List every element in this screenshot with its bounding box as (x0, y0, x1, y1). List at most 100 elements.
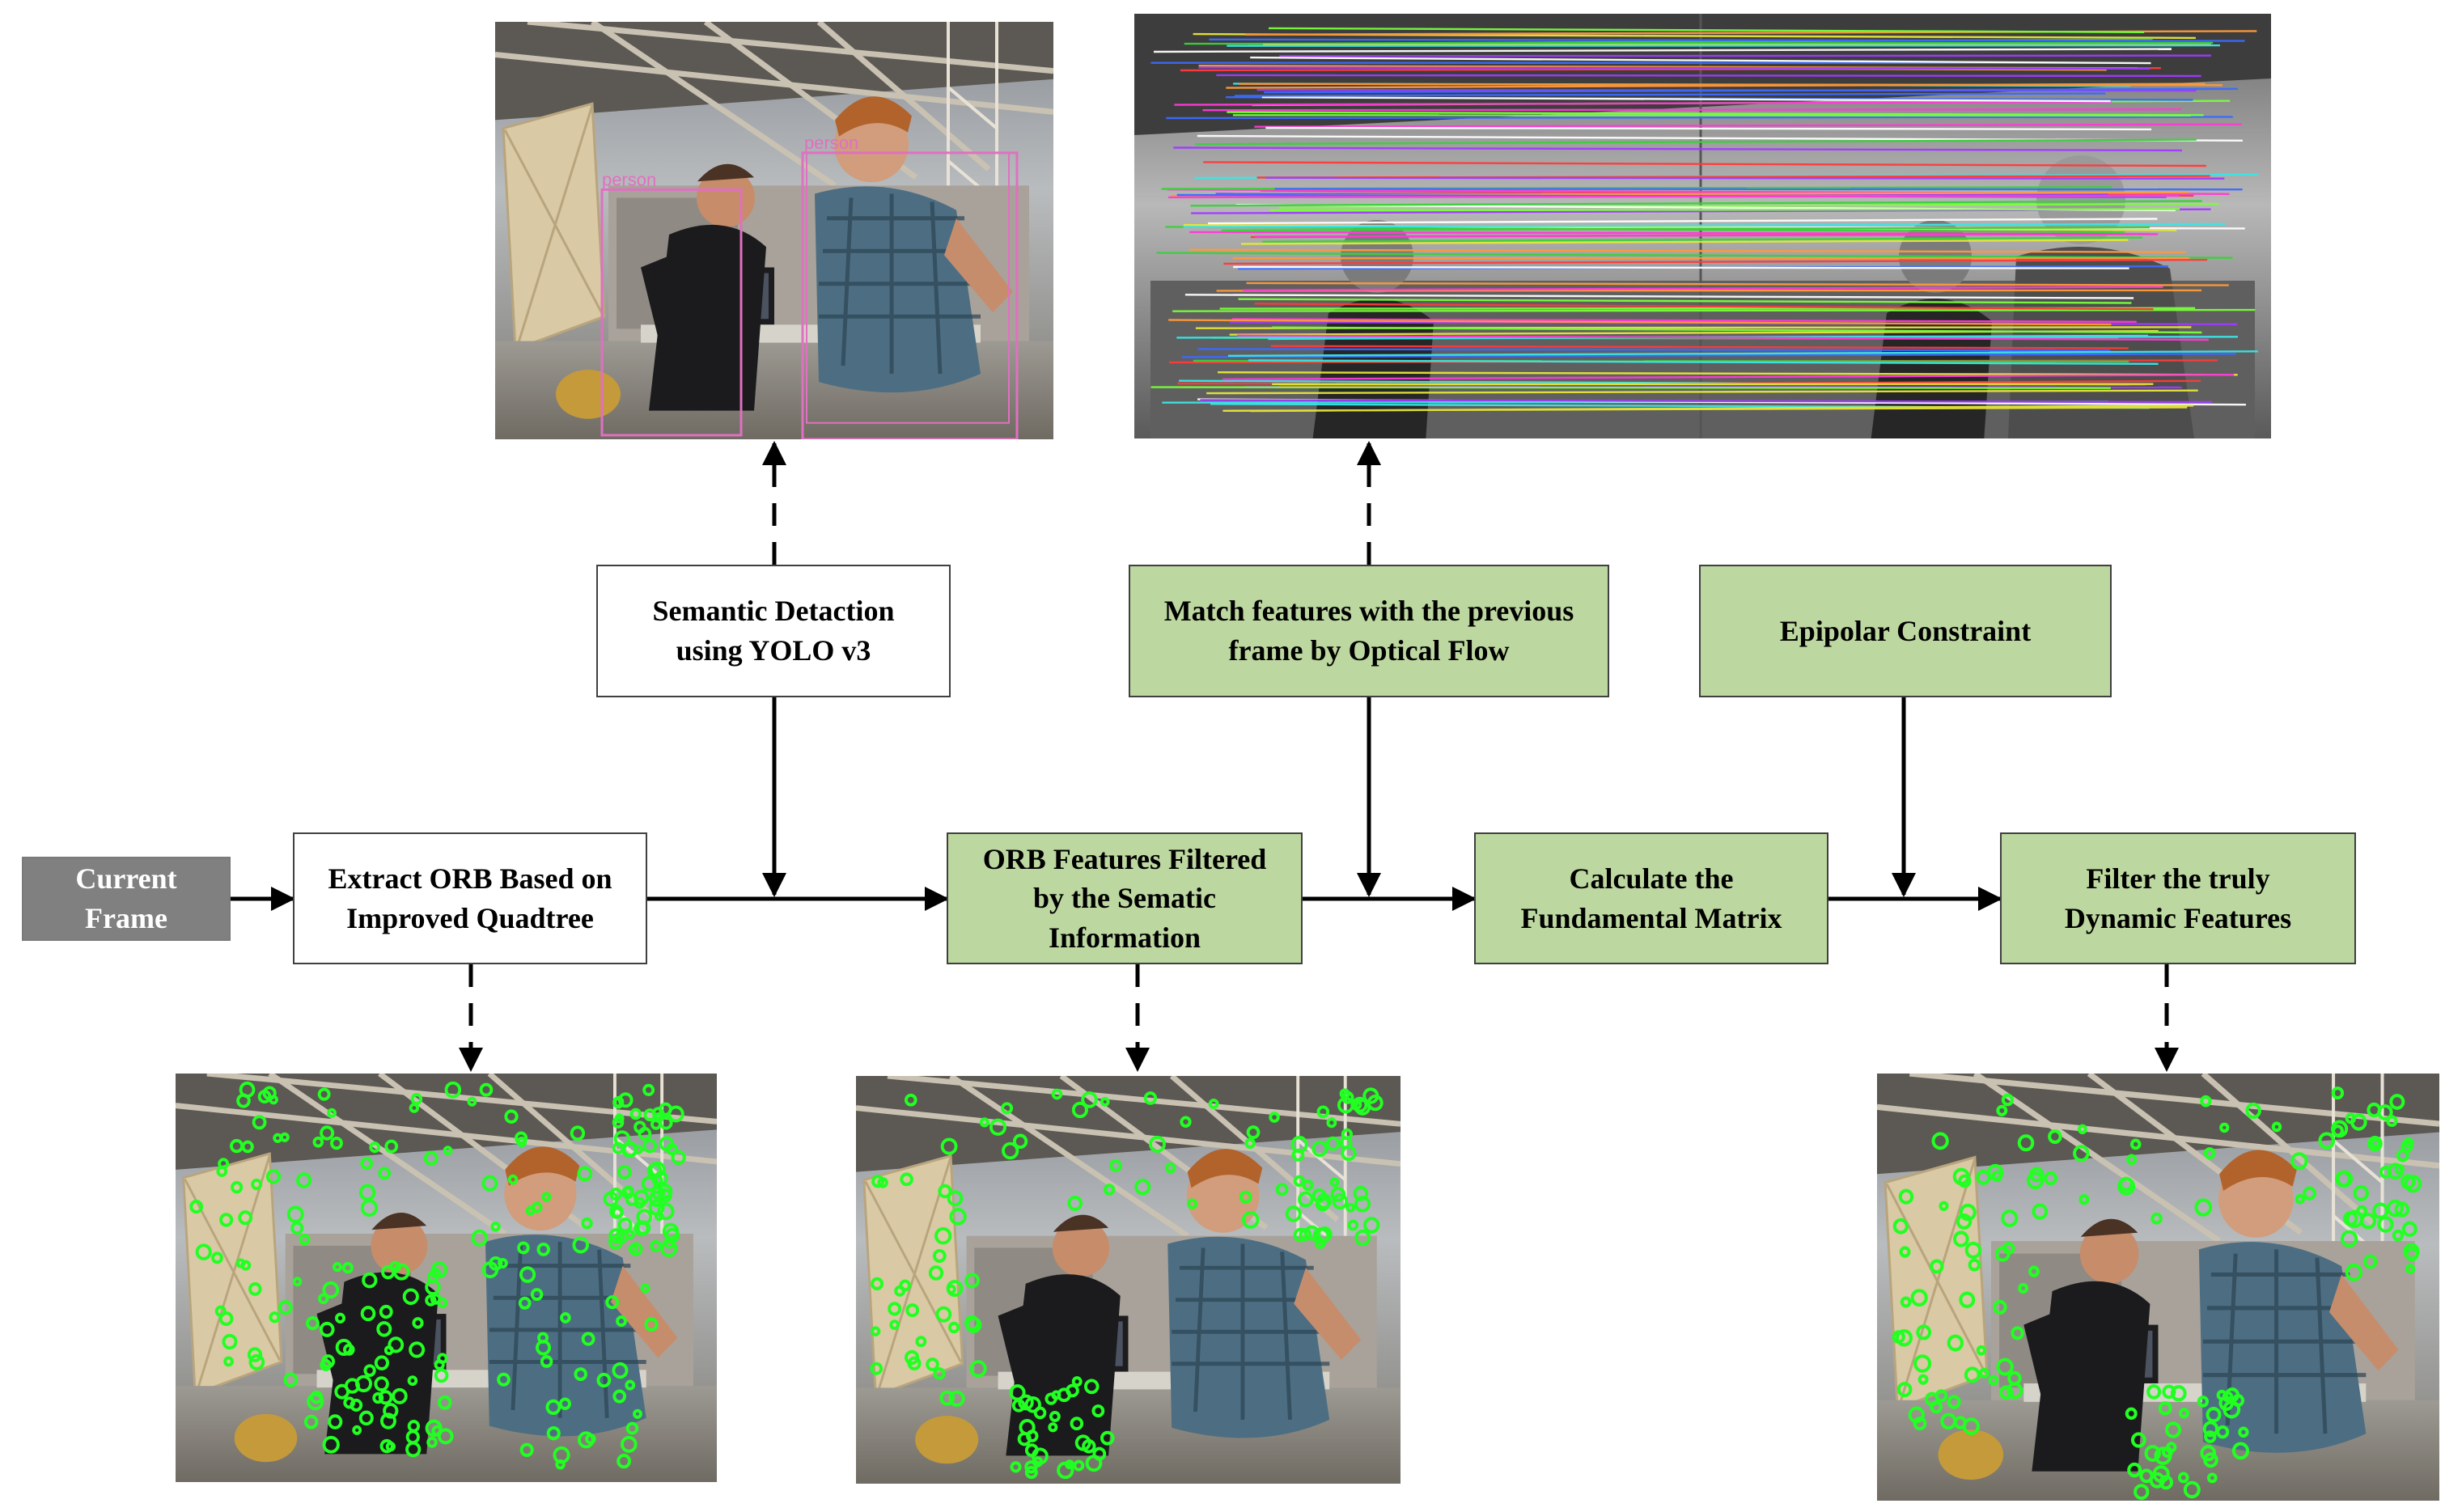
feature-point (2077, 1124, 2087, 1135)
feature-point (2392, 1229, 2405, 1242)
feature-point (392, 1387, 408, 1404)
flow-match-line (1270, 345, 2129, 349)
feature-point (1291, 1148, 1305, 1162)
feature-point (2377, 1216, 2394, 1233)
extract-orb-node: Extract ORB Based on Improved Quadtree (293, 832, 647, 964)
feature-point (519, 1442, 534, 1458)
feature-point (2345, 1263, 2363, 1281)
feature-point (241, 1140, 254, 1154)
flow-match-line (1248, 359, 2159, 365)
feature-point (1071, 1376, 1083, 1387)
flow-match-line (1237, 334, 2209, 341)
feature-point (2197, 1396, 2210, 1408)
feature-point (265, 1169, 282, 1184)
feature-point (519, 1266, 536, 1283)
feature-point (292, 1277, 303, 1287)
feature-point (278, 1300, 293, 1315)
flow-match-line (1173, 146, 2183, 152)
feature-point (1910, 1289, 1928, 1307)
semantic-detection-node: Semantic Detaction using YOLO v3 (596, 565, 951, 697)
match-features-node: Match features with the previous frame b… (1129, 565, 1609, 697)
feature-point (2073, 1145, 2090, 1163)
feature-point (1363, 1217, 1380, 1234)
feature-point (497, 1372, 511, 1387)
feature-point (609, 1188, 623, 1201)
feature-point (362, 1272, 378, 1289)
feature-point (2149, 1472, 2165, 1489)
feature-point (2044, 1171, 2058, 1186)
feature-point (1913, 1354, 1932, 1373)
feature-point (2216, 1425, 2230, 1439)
feature-point (328, 1414, 343, 1429)
feature-point (1149, 1135, 1166, 1153)
feature-point (2127, 1462, 2142, 1478)
feature-point (1952, 1230, 1969, 1247)
feature-point (870, 1362, 884, 1375)
feature-point (2389, 1094, 2405, 1110)
epipolar-constraint-line-1: Epipolar Constraint (1779, 614, 2032, 647)
feature-point (1913, 1416, 1927, 1431)
flow-match-line (1209, 38, 2245, 42)
feature-point (216, 1165, 228, 1177)
feature-point (507, 1174, 519, 1185)
feature-point (2353, 1184, 2369, 1201)
feature-point (1896, 1382, 1913, 1398)
flow-match-line (1207, 218, 2158, 225)
feature-point (1956, 1213, 1973, 1230)
feature-point (1246, 1125, 1261, 1140)
feature-point (558, 1397, 571, 1410)
feature-point (2017, 1134, 2035, 1152)
feature-point (252, 1115, 267, 1130)
feature-point (1010, 1461, 1022, 1473)
feature-point (320, 1358, 333, 1371)
feature-point (585, 1433, 596, 1445)
feature-point (905, 1303, 920, 1318)
feature-point (283, 1372, 299, 1387)
feature-point (2405, 1264, 2416, 1274)
feature-point (269, 1311, 281, 1324)
feature-point (1337, 1096, 1354, 1114)
feature-point (1083, 1379, 1100, 1395)
feature-point (932, 1248, 947, 1263)
feature-point (1242, 1211, 1260, 1229)
feature-point (888, 1302, 902, 1316)
feature-point (471, 1229, 488, 1247)
feature-point (1996, 1104, 2008, 1117)
feature-point (2028, 1265, 2040, 1277)
feature-point (947, 1190, 964, 1207)
feature-point (305, 1316, 320, 1331)
flow-match-line (1217, 371, 2238, 376)
feature-point (1979, 1367, 1989, 1379)
flow-match-line (1174, 100, 2112, 106)
feature-point (1103, 1184, 1116, 1196)
feature-point (1065, 1459, 1074, 1470)
feature-point (2303, 1186, 2316, 1201)
feature-point (1070, 1417, 1084, 1431)
feature-point (2206, 1472, 2218, 1484)
flow-match-line (1198, 66, 2150, 70)
feature-point (388, 1336, 405, 1353)
yolo-detection-image: person person (495, 22, 1053, 439)
feature-point (1976, 1345, 1987, 1356)
feature-point (1275, 1183, 1289, 1196)
feature-point (343, 1343, 355, 1356)
feature-point (327, 1108, 337, 1118)
feature-point (2203, 1147, 2216, 1160)
flow-match-line (1222, 374, 2235, 381)
feature-point (541, 1192, 552, 1202)
feature-point (330, 1137, 343, 1150)
feature-point (385, 1441, 396, 1452)
semantic-detection-line-2: using YOLO v3 (676, 634, 871, 667)
feature-point (1947, 1395, 1961, 1409)
feature-point (871, 1277, 884, 1290)
feature-point (317, 1293, 329, 1305)
feature-point (2372, 1202, 2389, 1219)
feature-point (648, 1199, 665, 1216)
feature-point (946, 1280, 964, 1298)
feature-point (899, 1279, 911, 1292)
feature-point (540, 1355, 553, 1368)
feature-point (915, 1336, 927, 1348)
flow-match-line (1264, 87, 2238, 94)
match-features-line-2: frame by Optical Flow (1228, 634, 1510, 667)
feature-point (2178, 1408, 2189, 1419)
